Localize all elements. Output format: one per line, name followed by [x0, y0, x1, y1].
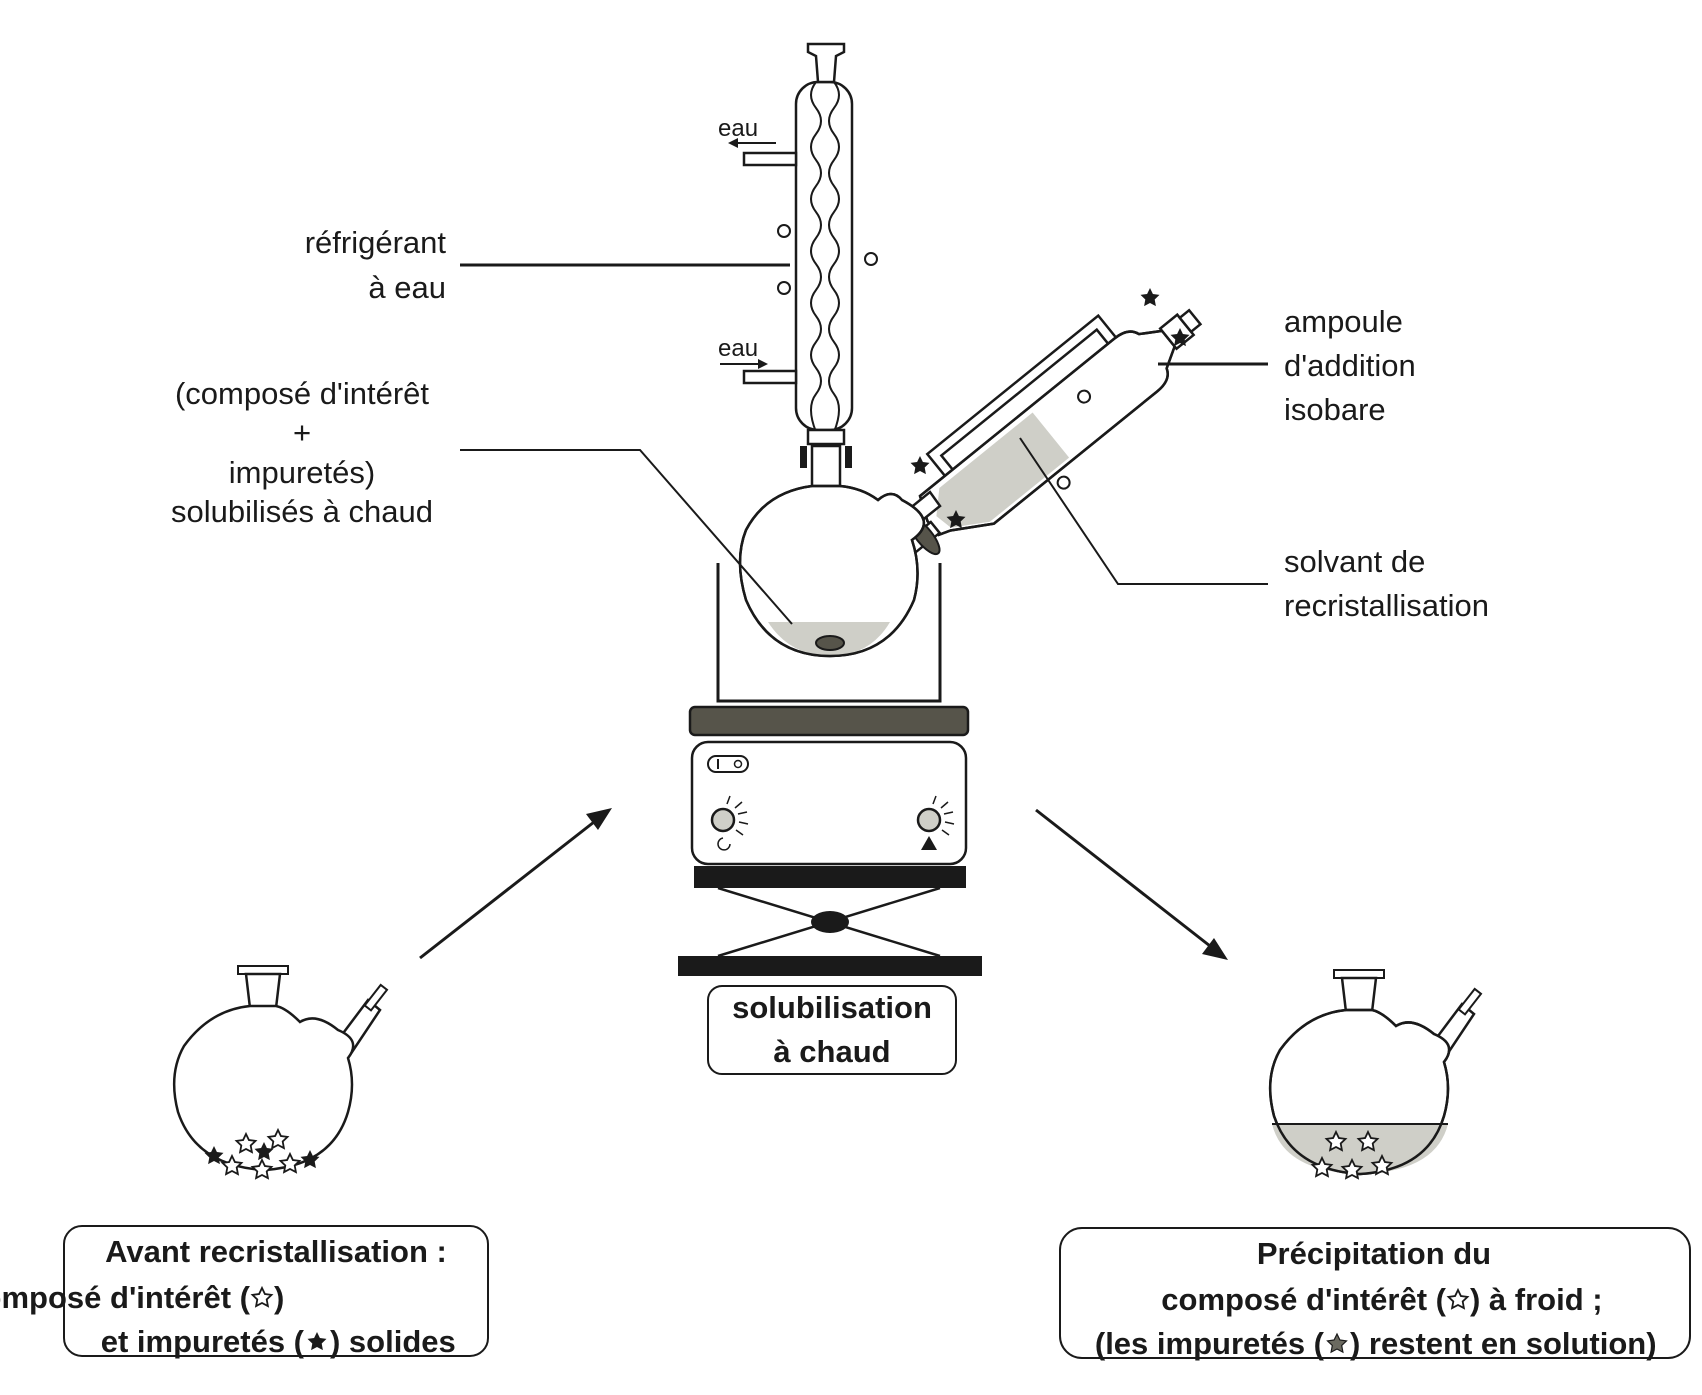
center-caption-line2: à chaud — [773, 1034, 890, 1069]
right-caption-line3a: (les impuretés ( — [1095, 1326, 1325, 1361]
water-out-label: eau — [718, 115, 758, 142]
center-caption-line1: solubilisation — [732, 990, 932, 1025]
joint-clip — [800, 446, 807, 468]
water-inlet-tube — [742, 369, 798, 385]
funnel-label-line2: d'addition — [1284, 348, 1416, 383]
joint-clip-star-icon — [1140, 288, 1160, 307]
right-caption-line1: Précipitation du — [1257, 1236, 1491, 1271]
stir-bar — [815, 635, 845, 651]
mixture-label-line3: impuretés) — [229, 455, 375, 490]
heat-knob-icon — [916, 795, 955, 850]
mixture-label-line1: (composé d'intérêt — [175, 376, 429, 411]
right-caption-line2b: ) à froid ; — [1470, 1282, 1603, 1317]
left-caption-line2b: ) — [274, 1280, 284, 1315]
solvent-label-line1: solvant de — [1284, 544, 1425, 579]
water-condenser — [742, 42, 878, 468]
solvent-pointer — [1019, 437, 1268, 585]
left-caption-line3b: ) solides — [330, 1324, 456, 1359]
arrow-to-cooling — [1035, 808, 1228, 960]
lab-jack — [678, 866, 982, 976]
solvent-label-line2: recristallisation — [1284, 588, 1489, 623]
hotplate-top — [688, 705, 970, 737]
condenser-label-line1: réfrigérant — [305, 225, 447, 260]
right-caption-box — [1059, 1227, 1691, 1359]
left-caption-line1: Avant recristallisation : — [105, 1234, 447, 1269]
hotplate-stirrer — [688, 705, 970, 866]
water-out-arrow: eau — [718, 115, 776, 148]
center-caption-box — [707, 985, 957, 1075]
right-flask-solution — [1272, 1124, 1448, 1174]
left-caption-line2a: composé d'intérêt ( — [0, 1280, 251, 1315]
joint-clip-star-icon — [910, 456, 930, 475]
joint-clip — [845, 446, 852, 468]
heating-bath — [716, 563, 942, 703]
arrow-to-heating — [419, 808, 612, 960]
mixture-label-line4: solubilisés à chaud — [171, 494, 433, 529]
round-bottom-flask — [738, 444, 942, 658]
left-caption-line3a: et impuretés ( — [101, 1324, 305, 1359]
funnel-label-line3: isobare — [1284, 392, 1386, 427]
funnel-label-line1: ampoule — [1284, 304, 1403, 339]
right-caption-line2a: composé d'intérêt ( — [1161, 1282, 1446, 1317]
stir-knob-icon — [710, 795, 749, 851]
left-flask — [172, 965, 389, 1179]
water-in-arrow: eau — [718, 335, 768, 369]
right-caption-line3b: ) restent en solution) — [1350, 1326, 1657, 1361]
left-caption-box — [63, 1225, 489, 1357]
water-in-label: eau — [718, 335, 758, 362]
mixture-pointer — [460, 449, 793, 625]
mixture-label-line2: + — [293, 415, 311, 450]
water-outlet-tube — [742, 151, 798, 167]
right-flask — [1268, 969, 1483, 1179]
condenser-label-line2: à eau — [368, 270, 446, 305]
